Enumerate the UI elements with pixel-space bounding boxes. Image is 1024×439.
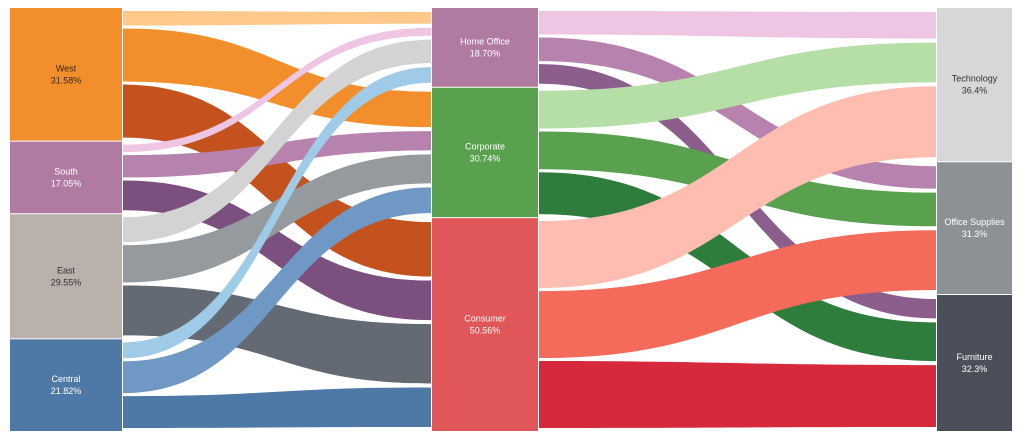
node-name-furniture: Furniture	[956, 352, 992, 362]
node-name-east: East	[57, 265, 76, 275]
node-bar-east	[10, 214, 122, 339]
node-east: East 29.55%	[10, 214, 122, 339]
link-central-to-corporate	[123, 187, 431, 394]
node-bar-homeoffice	[432, 8, 538, 87]
link-homeoffice-to-officesupplies	[539, 37, 936, 189]
node-bar-officesupplies	[937, 162, 1012, 295]
link-west-to-homeoffice	[123, 11, 431, 26]
node-name-technology: Technology	[952, 74, 998, 84]
node-furniture: Furniture 32.3%	[937, 295, 1012, 431]
node-name-west: West	[56, 63, 77, 73]
node-name-central: Central	[51, 374, 80, 384]
node-consumer: Consumer 50.56%	[432, 218, 538, 431]
link-corporate-to-technology	[539, 42, 936, 129]
node-south: South 17.05%	[10, 141, 122, 214]
node-value-officesupplies: 31.3%	[962, 229, 988, 239]
node-bar-corporate	[432, 87, 538, 218]
node-west: West 31.58%	[10, 8, 122, 141]
sankey-links	[123, 11, 936, 428]
link-central-to-consumer	[123, 387, 431, 428]
link-south-to-corporate	[123, 131, 431, 178]
node-value-homeoffice: 18.70%	[470, 48, 501, 58]
node-value-furniture: 32.3%	[962, 364, 988, 374]
node-bar-south	[10, 141, 122, 214]
link-central-to-homeoffice	[123, 67, 431, 359]
node-bar-furniture	[937, 295, 1012, 431]
node-value-corporate: 30.74%	[470, 153, 501, 163]
node-value-consumer: 50.56%	[470, 326, 501, 336]
node-central: Central 21.82%	[10, 339, 122, 431]
link-east-to-consumer	[123, 285, 431, 384]
sankey-nodes: West 31.58% South 17.05% East 29.55% Central 21…	[10, 8, 1012, 431]
link-consumer-to-officesupplies	[539, 230, 936, 359]
node-value-west: 31.58%	[51, 75, 82, 85]
link-consumer-to-furniture	[539, 361, 936, 428]
node-value-central: 21.82%	[51, 386, 82, 396]
node-bar-technology	[937, 8, 1012, 162]
node-value-south: 17.05%	[51, 178, 82, 188]
node-technology: Technology 36.4%	[937, 8, 1012, 162]
node-officesupplies: Office Supplies 31.3%	[937, 162, 1012, 295]
link-south-to-homeoffice	[123, 27, 431, 153]
node-bar-consumer	[432, 218, 538, 431]
node-name-consumer: Consumer	[464, 314, 506, 324]
link-homeoffice-to-technology	[539, 11, 936, 39]
node-bar-central	[10, 339, 122, 431]
link-east-to-homeoffice	[123, 39, 431, 243]
node-homeoffice: Home Office 18.70%	[432, 8, 538, 87]
node-name-homeoffice: Home Office	[460, 36, 510, 46]
node-corporate: Corporate 30.74%	[432, 87, 538, 218]
node-bar-west	[10, 8, 122, 141]
node-name-officesupplies: Office Supplies	[944, 217, 1005, 227]
node-value-east: 29.55%	[51, 277, 82, 287]
node-name-corporate: Corporate	[465, 141, 505, 151]
node-name-south: South	[54, 166, 78, 176]
link-consumer-to-technology	[539, 86, 936, 289]
node-value-technology: 36.4%	[962, 86, 988, 96]
